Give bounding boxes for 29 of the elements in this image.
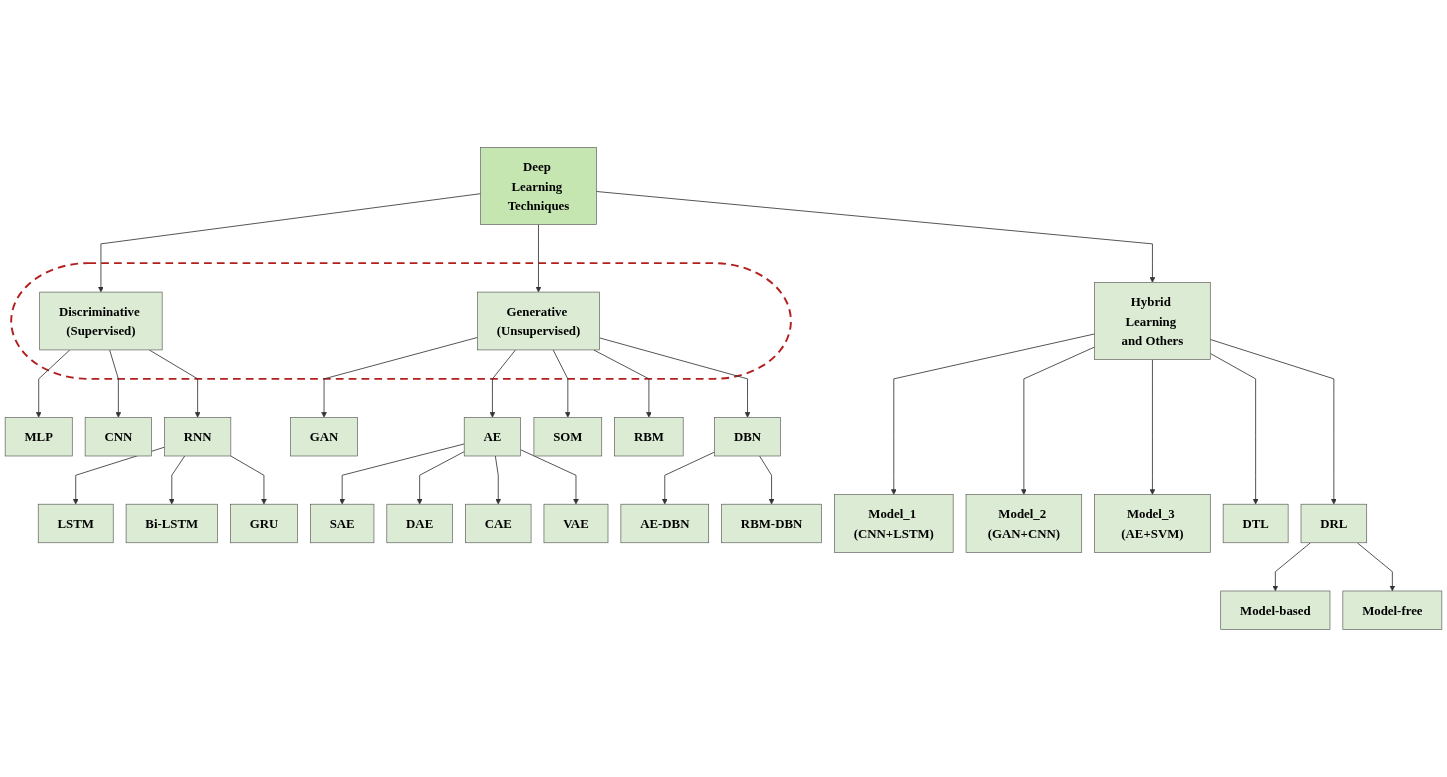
node-box: Hybrid Learning and Others <box>1094 282 1211 360</box>
node-box: AE-DBN <box>620 503 710 544</box>
node-box: GRU <box>230 503 298 544</box>
node-box: CAE <box>465 503 532 544</box>
node-box: Discriminative (Supervised) <box>39 291 163 351</box>
node-box: DAE <box>386 503 453 544</box>
node-box: Model-free <box>1342 590 1443 630</box>
node-box: RBM-DBN <box>721 503 822 544</box>
node-box: GAN <box>290 417 358 457</box>
node-box: DBN <box>714 417 781 457</box>
node-box: MLP <box>4 417 73 457</box>
node-box: VAE <box>543 503 609 544</box>
node-box: Model_2 (GAN+CNN) <box>965 494 1083 553</box>
node-box: RBM <box>614 417 684 457</box>
node-box: DTL <box>1222 503 1289 544</box>
node-box: Generative (Unsupervised) <box>477 291 600 351</box>
cluster <box>10 262 792 380</box>
node-box: AE <box>463 417 521 457</box>
node-box: Deep Learning Techniques <box>480 147 597 225</box>
node-box: SAE <box>310 503 375 544</box>
node-box: CNN <box>84 417 152 457</box>
node-box: DRL <box>1300 503 1368 544</box>
node-box: RNN <box>164 417 232 457</box>
node-box: Model_3 (AE+SVM) <box>1094 494 1211 553</box>
node-box: SOM <box>533 417 603 457</box>
node-box: Bi-LSTM <box>125 503 218 544</box>
node-box: LSTM <box>37 503 114 544</box>
node-box: Model-based <box>1220 590 1331 630</box>
node-box: Model_1 (CNN+LSTM) <box>834 494 954 553</box>
